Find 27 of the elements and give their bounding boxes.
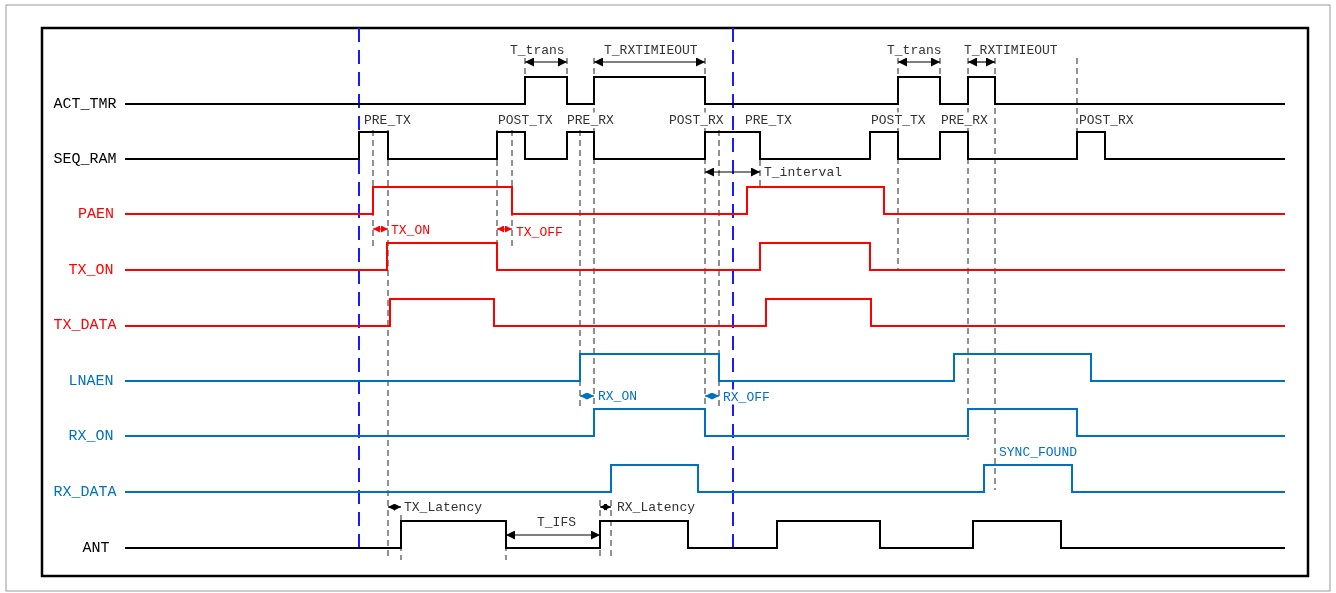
signal-name: SEQ_RAM — [52, 150, 118, 168]
timing-label: T_RXTIMIEOUT — [963, 42, 1059, 58]
timing-label: RX_OFF — [722, 389, 771, 405]
timing-label: T_trans — [509, 42, 566, 58]
timing-label: T_interval — [763, 164, 843, 180]
timing-label: PRE_TX — [744, 112, 793, 128]
timing-label: TX_ON — [390, 222, 431, 238]
timing-label: POST_TX — [497, 112, 554, 128]
signal-name: TX_DATA — [52, 316, 118, 334]
timing-label: RX_ON — [597, 388, 638, 404]
timing-label: PRE_TX — [363, 112, 412, 128]
timing-label: TX_Latency — [403, 499, 483, 515]
timing-label: POST_TX — [870, 112, 927, 128]
timing-label: TX_OFF — [515, 224, 564, 240]
timing-label: SYNC_FOUND — [998, 444, 1078, 460]
timing-label: PRE_RX — [566, 112, 615, 128]
timing-label: PRE_RX — [940, 112, 989, 128]
timing-label: POST_RX — [1078, 112, 1135, 128]
timing-label: POST_RX — [668, 112, 725, 128]
timing-label: T_IFS — [536, 514, 577, 530]
timing-label: T_RXTIMIEOUT — [603, 42, 699, 58]
signal-name: TX_ON — [67, 261, 115, 279]
timing-label: RX_Latency — [616, 499, 696, 515]
signal-name: RX_ON — [67, 427, 115, 445]
signal-name: ACT_TMR — [52, 95, 118, 113]
signal-name: RX_DATA — [52, 483, 118, 501]
timing-label: T_trans — [886, 42, 943, 58]
